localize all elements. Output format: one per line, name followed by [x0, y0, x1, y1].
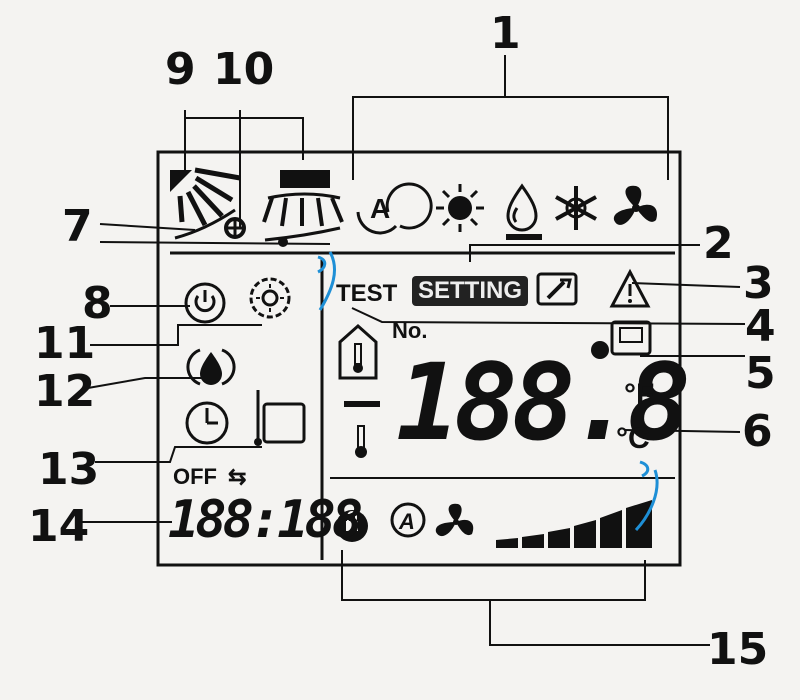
callout-line-7a	[99, 223, 196, 231]
callout-line-1	[352, 55, 506, 180]
water-drop-dry-icon	[506, 183, 542, 240]
callout-15: 15	[707, 624, 769, 675]
fan-speed-bars-icon	[496, 500, 652, 548]
auto-fan-icon: A	[390, 502, 474, 538]
callout-7: 7	[62, 201, 93, 252]
callout-line-3	[631, 282, 741, 288]
swing-louver-icon	[170, 167, 241, 240]
callout-line-7b	[99, 241, 331, 245]
central-control-icon	[591, 320, 652, 359]
main-temperature-display: 188.8	[396, 341, 691, 464]
svg-text:A: A	[370, 193, 390, 224]
callout-line-15	[341, 550, 646, 601]
sun-heat-icon	[436, 184, 484, 232]
indoor-temperature-icon	[338, 323, 378, 380]
callout-12: 12	[34, 366, 96, 417]
fan-icon	[613, 185, 658, 225]
wrench-service-icon	[536, 272, 578, 306]
callout-line-9-10	[184, 110, 304, 160]
callout-8: 8	[82, 278, 113, 329]
timer-clock-icon	[185, 401, 229, 445]
callout-line-15b	[489, 600, 710, 646]
clock-display: 188:188	[168, 490, 363, 550]
auto-mode-icon: A	[356, 182, 433, 235]
weekly-timer-icon	[254, 390, 306, 446]
setting-badge: SETTING	[412, 276, 529, 306]
lock-icon	[336, 510, 368, 542]
blue-pen-marks	[317, 251, 659, 532]
test-label: TEST	[336, 280, 398, 307]
callout-line-12	[87, 377, 212, 389]
svg-text:A: A	[398, 509, 415, 534]
callout-1: 1	[490, 8, 521, 59]
callout-4: 4	[745, 301, 776, 352]
callout-13: 13	[38, 444, 100, 495]
callout-line-11	[90, 324, 262, 346]
vertical-swing-icon	[224, 170, 344, 247]
drain-defrost-icon	[186, 348, 236, 386]
callout-14: 14	[28, 501, 90, 552]
callout-5: 5	[745, 348, 776, 399]
sleep-mode-icon	[249, 277, 291, 319]
callout-line-13	[95, 446, 262, 463]
snowflake-cool-icon	[555, 186, 597, 230]
callout-3: 3	[743, 258, 774, 309]
callout-line-2	[469, 244, 700, 262]
lcd-frame	[156, 150, 682, 567]
power-on-off-icon	[184, 282, 226, 324]
unit-fahrenheit: °F	[624, 378, 655, 411]
outdoor-temperature-icon	[344, 401, 380, 458]
callout-line-6	[624, 429, 741, 433]
callout-9: 9	[165, 44, 196, 95]
callout-2: 2	[703, 218, 734, 269]
number-label: No.	[392, 318, 428, 343]
warning-triangle-icon	[609, 268, 651, 308]
callout-line-1b	[505, 96, 669, 180]
callout-11: 11	[34, 318, 96, 369]
repeat-arrows-icon: ⇆	[228, 464, 247, 489]
timer-off-label: OFF	[173, 464, 217, 489]
unit-celsius: °C	[616, 422, 650, 455]
callout-6: 6	[742, 406, 773, 457]
callout-10: 10	[213, 44, 275, 95]
